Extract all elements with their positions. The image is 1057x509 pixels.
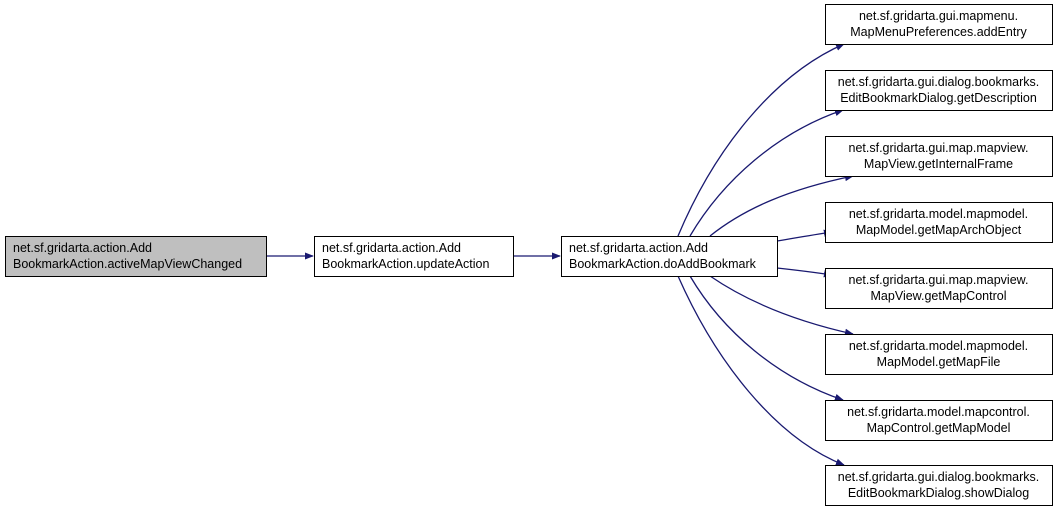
node-getDescription[interactable]: net.sf.gridarta.gui.dialog.bookmarks. Edi… [825, 70, 1053, 111]
edge-doAddBookmark-to-showDialog [677, 275, 845, 466]
node-box [825, 70, 1053, 111]
node-label-line2: BookmarkAction.updateAction [322, 257, 490, 271]
node-activeMapViewChanged[interactable]: net.sf.gridarta.action.AddBookmarkAction… [5, 236, 267, 277]
node-label-line2: MapModel.getMapFile [877, 355, 1001, 369]
node-box [825, 136, 1053, 177]
node-label-line2: MapView.getMapControl [871, 289, 1007, 303]
node-getMapControl[interactable]: net.sf.gridarta.gui.map.mapview. MapView.… [825, 268, 1053, 309]
edge-arrow [709, 275, 854, 336]
node-getMapModel[interactable]: net.sf.gridarta.model.mapcontrol. MapCont… [825, 400, 1053, 441]
edge-arrow [689, 275, 844, 401]
edge-doAddBookmark-to-addEntry [677, 43, 845, 237]
node-label-line2: MapMenuPreferences.addEntry [850, 25, 1027, 39]
node-label-line1: net.sf.gridarta.model.mapcontrol. [847, 405, 1030, 419]
node-box [825, 4, 1053, 45]
node-label-line1: net.sf.gridarta.gui.dialog.bookmarks. [838, 75, 1040, 89]
node-box [314, 236, 514, 277]
edge-doAddBookmark-to-getInternalFrame [709, 174, 854, 237]
node-label-line2: MapModel.getMapArchObject [856, 223, 1022, 237]
node-label-line2: BookmarkAction.activeMapViewChanged [13, 257, 242, 271]
edge-doAddBookmark-to-getMapArchObject [776, 229, 833, 242]
node-label-line1: net.sf.gridarta.model.mapmodel. [849, 339, 1028, 353]
node-label-line2: MapView.getInternalFrame [864, 157, 1013, 171]
node-label-line2: MapControl.getMapModel [867, 421, 1011, 435]
node-label-line1: net.sf.gridarta.gui.dialog.bookmarks. [838, 470, 1040, 484]
node-label-line1: net.sf.gridarta.action.Add [322, 241, 461, 255]
node-box [825, 202, 1053, 243]
node-label-line2: BookmarkAction.doAddBookmark [569, 257, 757, 271]
edge-arrow [677, 275, 845, 466]
node-box [825, 400, 1053, 441]
nodes-layer: net.sf.gridarta.action.AddBookmarkAction… [5, 4, 1053, 506]
edge-doAddBookmark-to-getMapControl [776, 267, 833, 278]
node-box [825, 268, 1053, 309]
node-updateAction[interactable]: net.sf.gridarta.action.AddBookmarkAction… [314, 236, 514, 277]
node-label-line1: net.sf.gridarta.gui.map.mapview. [849, 141, 1029, 155]
edge-doAddBookmark-to-getMapFile [709, 275, 854, 336]
node-label-line1: net.sf.gridarta.action.Add [13, 241, 152, 255]
node-box [825, 465, 1053, 506]
edge-arrow [776, 267, 833, 278]
node-getMapFile[interactable]: net.sf.gridarta.model.mapmodel. MapModel.… [825, 334, 1053, 375]
edge-arrow [689, 109, 844, 237]
edge-doAddBookmark-to-getDescription [689, 109, 844, 237]
node-label-line1: net.sf.gridarta.action.Add [569, 241, 708, 255]
edge-doAddBookmark-to-getMapModel [689, 275, 844, 401]
node-getInternalFrame[interactable]: net.sf.gridarta.gui.map.mapview. MapView.… [825, 136, 1053, 177]
node-box [825, 334, 1053, 375]
root-node-box [5, 236, 267, 277]
node-label-line1: net.sf.gridarta.model.mapmodel. [849, 207, 1028, 221]
edge-arrow [709, 174, 854, 237]
node-label-line1: net.sf.gridarta.gui.map.mapview. [849, 273, 1029, 287]
node-doAddBookmark[interactable]: net.sf.gridarta.action.AddBookmarkAction… [561, 236, 778, 277]
node-box [561, 236, 778, 277]
edge-arrow [677, 43, 845, 237]
node-label-line2: EditBookmarkDialog.showDialog [848, 486, 1029, 500]
node-showDialog[interactable]: net.sf.gridarta.gui.dialog.bookmarks. Edi… [825, 465, 1053, 506]
edge-arrow [776, 229, 833, 242]
node-label-line1: net.sf.gridarta.gui.mapmenu. [859, 9, 1018, 23]
node-getMapArchObject[interactable]: net.sf.gridarta.model.mapmodel. MapModel.… [825, 202, 1053, 243]
edges-layer [266, 43, 854, 466]
node-label-line2: EditBookmarkDialog.getDescription [840, 91, 1037, 105]
node-addEntry[interactable]: net.sf.gridarta.gui.mapmenu. MapMenuPrefe… [825, 4, 1053, 45]
